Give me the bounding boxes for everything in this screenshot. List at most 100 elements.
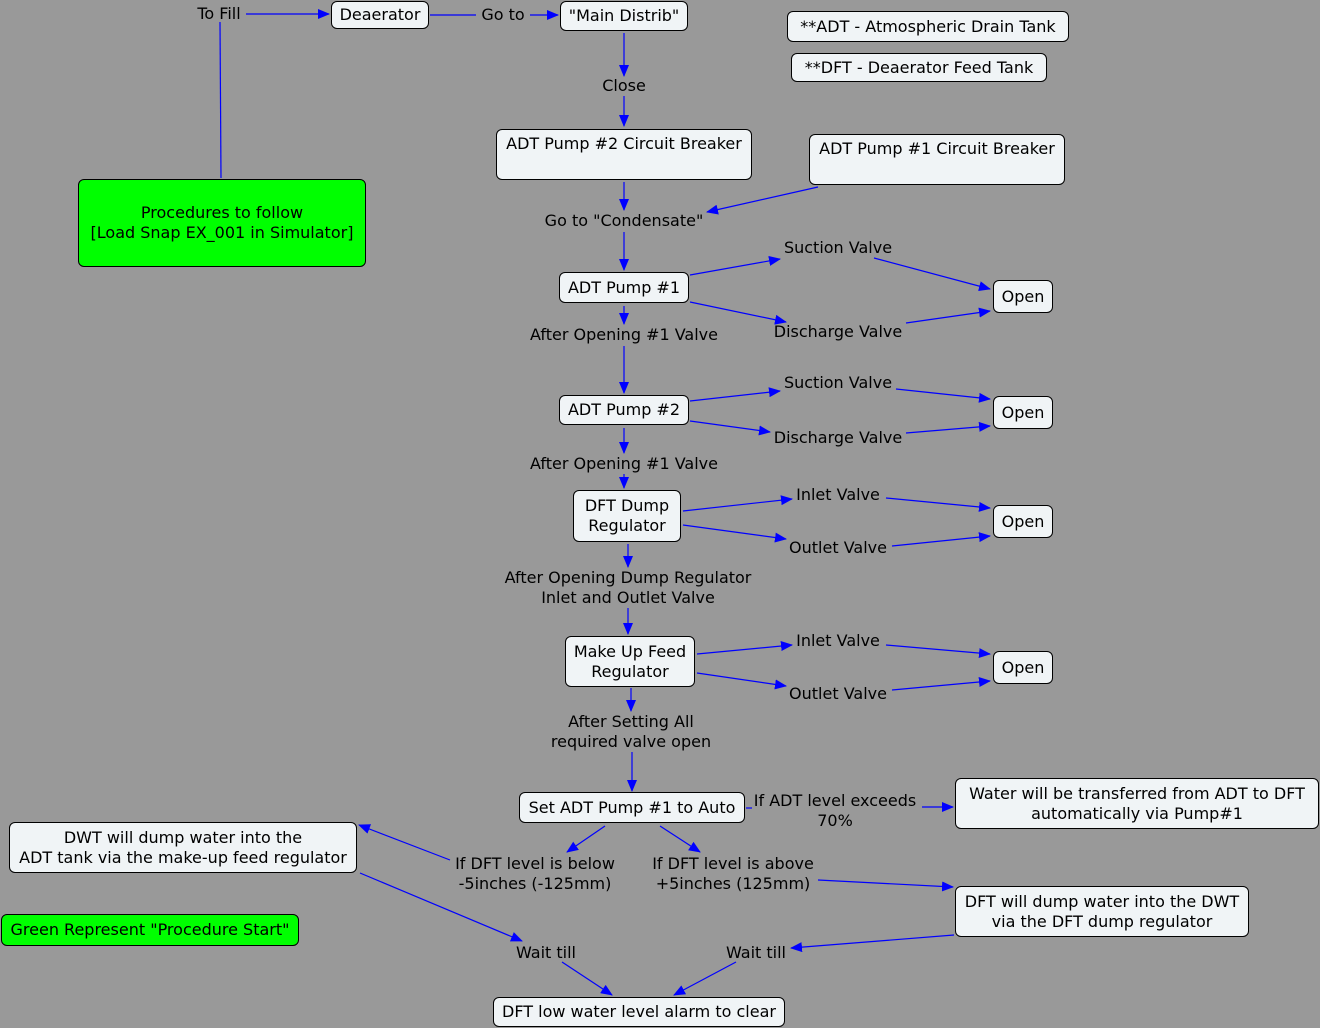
node-water-transfer[interactable]: Water will be transferred from ADT to DF… bbox=[955, 778, 1319, 829]
label-outlet-valve-1: Outlet Valve bbox=[789, 538, 887, 557]
node-main-distrib[interactable]: "Main Distrib" bbox=[560, 1, 688, 31]
node-open-1[interactable]: Open bbox=[993, 280, 1053, 313]
node-water-transfer-line1: Water will be transferred from ADT to DF… bbox=[969, 783, 1305, 803]
node-adt-pump1[interactable]: ADT Pump #1 bbox=[559, 272, 689, 303]
node-dft-dump-line1: DFT Dump bbox=[584, 496, 670, 515]
edge-dwt-wait bbox=[359, 872, 523, 942]
edge-outlet2-open bbox=[891, 677, 991, 691]
node-adt-pump2[interactable]: ADT Pump #2 bbox=[559, 395, 689, 425]
node-procedures[interactable]: Procedures to follow [Load Snap EX_001 i… bbox=[78, 179, 366, 267]
label-after-setting-line1: After Setting All bbox=[568, 712, 694, 731]
edge-breaker1-condensate bbox=[706, 186, 819, 215]
label-close: Close bbox=[602, 76, 646, 95]
node-open-3-text: Open bbox=[1001, 511, 1045, 531]
node-dft-dump-dwt[interactable]: DFT will dump water into the DWT via the… bbox=[955, 886, 1249, 937]
node-set-pump-auto[interactable]: Set ADT Pump #1 to Auto bbox=[519, 792, 745, 823]
node-dwt-dump-line1: DWT will dump water into the bbox=[63, 827, 303, 847]
edge-inlet1-open bbox=[885, 497, 991, 512]
node-open-4[interactable]: Open bbox=[993, 651, 1053, 684]
label-go-to: Go to bbox=[481, 5, 525, 24]
edge-above-dftdump bbox=[817, 879, 954, 892]
label-after-setting-line2: required valve open bbox=[550, 732, 712, 751]
label-if-below: If DFT level is below -5inches (-125mm) bbox=[446, 854, 624, 894]
label-discharge-valve-1: Discharge Valve bbox=[773, 322, 903, 341]
label-after-dump: After Opening Dump Regulator Inlet and O… bbox=[488, 568, 768, 608]
label-inlet-valve-2: Inlet Valve bbox=[796, 631, 880, 650]
label-if-below-line1: If DFT level is below bbox=[455, 854, 615, 873]
node-low-level-alarm-text: DFT low water level alarm to clear bbox=[502, 1002, 776, 1021]
edge-pump1-discharge bbox=[689, 301, 787, 325]
node-open-4-text: Open bbox=[1001, 657, 1045, 677]
node-open-2[interactable]: Open bbox=[993, 396, 1053, 429]
label-if-adt-line1: If ADT level exceeds bbox=[753, 791, 917, 810]
label-suction-valve-1: Suction Valve bbox=[783, 238, 893, 257]
label-if-adt-line2: 70% bbox=[817, 811, 853, 830]
edge-discharge1-open bbox=[905, 307, 991, 324]
edge-makeup-inlet bbox=[696, 641, 793, 655]
node-legend-green-text: Green Represent "Procedure Start" bbox=[10, 920, 290, 939]
label-after-setting: After Setting All required valve open bbox=[530, 712, 732, 752]
label-if-above-line1: If DFT level is above bbox=[652, 854, 814, 873]
label-to-fill: To Fill bbox=[197, 4, 241, 23]
node-water-transfer-line2: automatically via Pump#1 bbox=[1031, 803, 1243, 823]
node-adt-legend-text: **ADT - Atmospheric Drain Tank bbox=[800, 16, 1056, 36]
node-dwt-dump[interactable]: DWT will dump water into the ADT tank vi… bbox=[9, 822, 357, 873]
node-procedures-line2: [Load Snap EX_001 in Simulator] bbox=[90, 223, 354, 242]
node-deaerator-text: Deaerator bbox=[339, 5, 421, 24]
node-set-pump-auto-text: Set ADT Pump #1 to Auto bbox=[528, 797, 736, 817]
label-suction-valve-2: Suction Valve bbox=[783, 373, 893, 392]
edge-discharge2-open bbox=[905, 421, 991, 434]
label-if-below-line2: -5inches (-125mm) bbox=[458, 874, 612, 893]
edge-setpump-below bbox=[566, 825, 606, 853]
node-open-2-text: Open bbox=[1001, 402, 1045, 422]
node-procedures-line1: Procedures to follow bbox=[140, 203, 304, 222]
edge-suction2-open bbox=[895, 388, 991, 403]
node-adt-pump1-text: ADT Pump #1 bbox=[567, 277, 681, 297]
edge-procedures-to-fill bbox=[219, 21, 222, 179]
edge-outlet1-open bbox=[891, 532, 991, 547]
edge-makeup-outlet bbox=[696, 672, 787, 690]
label-if-adt: If ADT level exceeds 70% bbox=[748, 791, 922, 831]
edge-inlet2-open bbox=[885, 644, 991, 659]
edge-below-dwt bbox=[358, 824, 451, 861]
label-inlet-valve-1: Inlet Valve bbox=[796, 485, 880, 504]
node-main-distrib-text: "Main Distrib" bbox=[568, 6, 680, 25]
node-adt-pump2-text: ADT Pump #2 bbox=[567, 400, 681, 419]
edge-dump-inlet bbox=[682, 495, 793, 512]
node-dft-dump-dwt-line2: via the DFT dump regulator bbox=[991, 911, 1213, 931]
edge-setpump-above bbox=[659, 825, 701, 853]
node-adt-pump2-breaker-text: ADT Pump #2 Circuit Breaker bbox=[506, 134, 742, 153]
node-low-level-alarm[interactable]: DFT low water level alarm to clear bbox=[493, 997, 785, 1027]
edge-suction1-open bbox=[873, 257, 991, 291]
node-open-1-text: Open bbox=[1001, 286, 1045, 306]
label-discharge-valve-2: Discharge Valve bbox=[773, 428, 903, 447]
node-dft-dump-line2: Regulator bbox=[588, 516, 666, 535]
node-adt-legend[interactable]: **ADT - Atmospheric Drain Tank bbox=[787, 11, 1069, 42]
edge-pump1-suction bbox=[689, 256, 781, 276]
edge-wait2-alarm bbox=[673, 961, 737, 996]
node-adt-pump2-breaker[interactable]: ADT Pump #2 Circuit Breaker bbox=[496, 129, 752, 180]
edge-pump2-discharge bbox=[689, 420, 771, 436]
label-outlet-valve-2: Outlet Valve bbox=[789, 684, 887, 703]
node-makeup-feed-regulator[interactable]: Make Up Feed Regulator bbox=[565, 636, 695, 687]
node-dft-legend[interactable]: **DFT - Deaerator Feed Tank bbox=[791, 53, 1047, 82]
label-after-opening-1: After Opening #1 Valve bbox=[529, 325, 718, 344]
label-wait-till-1: Wait till bbox=[515, 943, 576, 962]
node-dft-legend-text: **DFT - Deaerator Feed Tank bbox=[804, 57, 1034, 77]
node-dft-dump-regulator[interactable]: DFT Dump Regulator bbox=[573, 490, 681, 542]
node-adt-pump1-breaker-text: ADT Pump #1 Circuit Breaker bbox=[819, 139, 1055, 158]
edge-dump-outlet bbox=[682, 524, 787, 543]
node-adt-pump1-breaker[interactable]: ADT Pump #1 Circuit Breaker bbox=[809, 134, 1065, 185]
label-wait-till-2: Wait till bbox=[725, 943, 786, 962]
node-dwt-dump-line2: ADT tank via the make-up feed regulator bbox=[19, 847, 347, 867]
node-makeup-line2: Regulator bbox=[591, 661, 669, 681]
node-open-3[interactable]: Open bbox=[993, 505, 1053, 538]
label-after-dump-line1: After Opening Dump Regulator bbox=[504, 568, 752, 587]
node-dft-dump-dwt-line1: DFT will dump water into the DWT bbox=[964, 891, 1240, 911]
edge-wait1-alarm bbox=[561, 961, 613, 996]
label-after-opening-2: After Opening #1 Valve bbox=[529, 454, 718, 473]
edge-dftdump-wait bbox=[790, 934, 955, 953]
node-legend-green[interactable]: Green Represent "Procedure Start" bbox=[1, 914, 299, 946]
node-deaerator[interactable]: Deaerator bbox=[331, 1, 429, 29]
